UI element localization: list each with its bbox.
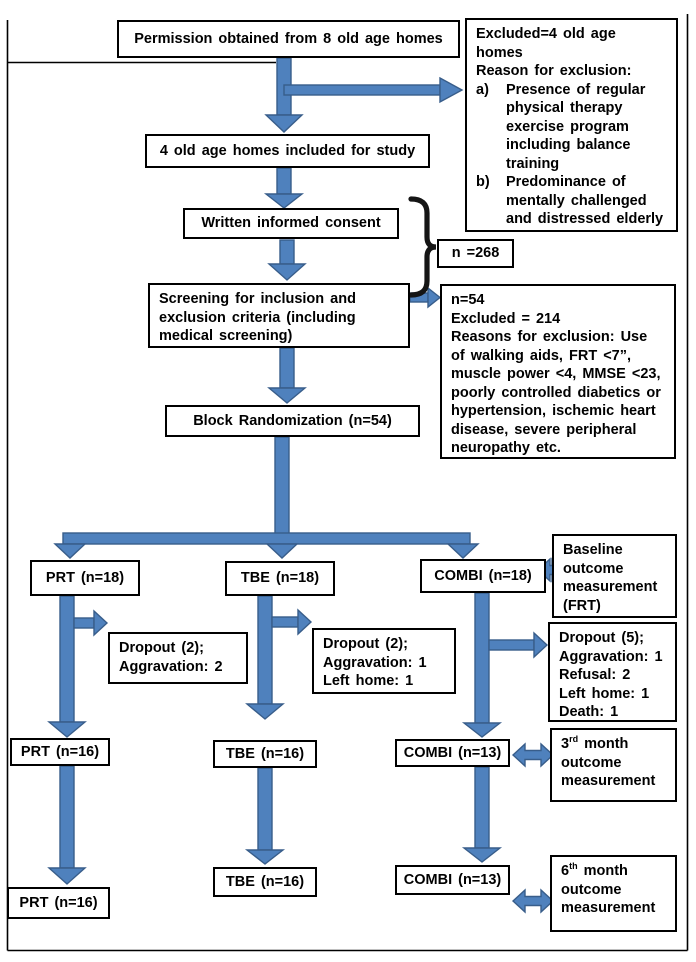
distribution-bar <box>53 532 480 559</box>
tbe-n16-final-label: TBE (n=16) <box>225 873 305 890</box>
dropout-line: Dropout (5); <box>559 630 644 646</box>
prt-n16-final-label: PRT (n=16) <box>19 894 98 911</box>
permission-box: Permission obtained from 8 old age homes <box>117 20 460 58</box>
item-marker: a) <box>476 81 489 98</box>
n54-line2: Excluded = 214 <box>451 310 561 327</box>
arrow-combi18-to-combi13 <box>461 592 503 738</box>
prt-dropout-box: Dropout (2); Aggravation: 2 <box>108 632 248 684</box>
arrow-tbe-branch-dropout <box>271 608 313 636</box>
consent-label: Written informed consent <box>201 215 381 232</box>
tbe-n16-box: TBE (n=16) <box>213 740 317 768</box>
dropout-line: Aggravation: 2 <box>119 658 223 675</box>
prt-n18-box: PRT (n=18) <box>30 560 140 596</box>
combi-n18-label: COMBI (n=18) <box>434 567 532 584</box>
ordinal-suffix: th <box>569 861 578 872</box>
double-arrow-third-month-icon <box>511 742 555 768</box>
consent-box: Written informed consent <box>183 208 399 239</box>
dropout-line: Dropout (2); <box>119 640 204 656</box>
arrow-randomization-to-bar <box>274 436 290 545</box>
tbe-dropout-box: Dropout (2); Aggravation: 1 Left home: 1 <box>312 628 456 694</box>
permission-label: Permission obtained from 8 old age homes <box>134 30 443 47</box>
combi-n13-final-box: COMBI (n=13) <box>395 865 510 895</box>
dropout-line: Death: 1 <box>559 704 619 721</box>
arrow-prt18-to-prt16 <box>47 595 87 738</box>
screening-label: Screening for inclusion and exclusion cr… <box>159 291 356 345</box>
screened-excluded-box: n=54 Excluded = 214 Reasons for exclusio… <box>440 284 676 459</box>
double-arrow-sixth-month-icon <box>511 888 555 914</box>
prt-n16-box: PRT (n=16) <box>10 738 110 766</box>
screening-box: Screening for inclusion and exclusion cr… <box>148 283 410 348</box>
curly-bracket-icon <box>408 196 437 298</box>
homes-included-label: 4 old age homes included for study <box>159 142 416 159</box>
exclusion-reason-item: a) Presence of regular physical therapy … <box>476 81 667 174</box>
dropout-line: Left home: 1 <box>559 685 650 702</box>
dropout-line: Aggravation: 1 <box>559 648 663 665</box>
tbe-n18-box: TBE (n=18) <box>225 561 335 596</box>
exclusion-reason-item: b) Predominance of mentally challenged a… <box>476 173 667 229</box>
n54-line1: n=54 <box>451 292 485 308</box>
sixth-month-label: 6th month outcome measurement <box>561 861 656 917</box>
combi-n18-box: COMBI (n=18) <box>420 559 546 593</box>
excluded-line2: Reason for exclusion: <box>476 63 632 80</box>
arrow-homes-to-consent <box>263 167 305 209</box>
combi-n13-final-label: COMBI (n=13) <box>403 871 502 888</box>
excluded-line1: Excluded=4 old age homes <box>476 26 616 61</box>
item-marker: b) <box>476 174 490 191</box>
prt-n16-final-box: PRT (n=16) <box>7 887 110 919</box>
sixth-month-outcome-box: 6th month outcome measurement <box>550 855 677 932</box>
item-text: Predominance of mentally challenged and … <box>506 174 664 228</box>
dropout-line: Dropout (2); <box>323 636 408 652</box>
prt-n18-label: PRT (n=18) <box>45 569 125 586</box>
homes-included-box: 4 old age homes included for study <box>145 134 430 168</box>
combi-n13-label: COMBI (n=13) <box>403 744 502 761</box>
item-text: Presence of regular physical therapy exe… <box>506 81 646 172</box>
arrow-screening-to-randomization <box>267 347 307 404</box>
tbe-n18-label: TBE (n=18) <box>240 570 320 587</box>
arrow-consent-to-screening <box>267 239 307 281</box>
arrow-combi13-to-combi13-final <box>461 766 503 863</box>
n54-body: Reasons for exclusion: Use of walking ai… <box>451 329 661 457</box>
dropout-line: Left home: 1 <box>323 673 414 690</box>
baseline-outcome-label: Baseline outcome measurement (FRT) <box>563 542 658 614</box>
combi-dropout-box: Dropout (5); Aggravation: 1 Refusal: 2 L… <box>548 622 677 722</box>
third-month-outcome-box: 3rd month outcome measurement <box>550 728 677 802</box>
combi-n13-box: COMBI (n=13) <box>395 739 510 767</box>
arrow-screening-to-n54 <box>409 286 442 309</box>
tbe-n16-final-box: TBE (n=16) <box>213 867 317 897</box>
randomization-label: Block Randomization (n=54) <box>193 412 392 429</box>
arrow-branch-to-excluded <box>283 76 464 104</box>
dropout-line: Refusal: 2 <box>559 667 631 684</box>
arrow-prt16-to-prt16-final <box>47 765 87 885</box>
dropout-line: Aggravation: 1 <box>323 654 427 671</box>
randomization-box: Block Randomization (n=54) <box>165 405 420 437</box>
n268-label: n =268 <box>451 245 500 262</box>
page-frame <box>6 14 689 952</box>
prt-n16-label: PRT (n=16) <box>20 743 100 760</box>
third-month-label: 3rd month outcome measurement <box>561 734 656 790</box>
arrow-tbe18-to-tbe16 <box>245 595 285 720</box>
baseline-outcome-box: Baseline outcome measurement (FRT) <box>552 534 677 618</box>
tbe-n16-label: TBE (n=16) <box>225 745 305 762</box>
arrow-prt-branch-dropout <box>73 609 109 637</box>
n268-box: n =268 <box>437 239 514 268</box>
arrow-tbe16-to-tbe16-final <box>244 767 286 865</box>
arrow-combi-branch-dropout <box>488 631 549 659</box>
ordinal-suffix: rd <box>569 734 579 745</box>
exclusion-reasons-box: Excluded=4 old age homes Reason for excl… <box>465 18 678 232</box>
